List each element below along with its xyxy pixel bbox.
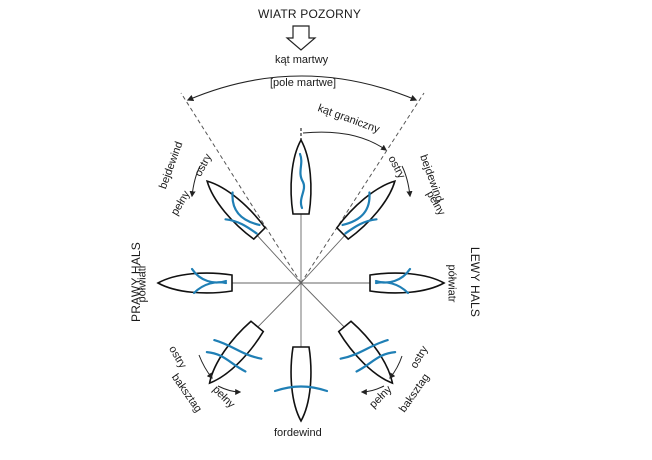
hull-shape xyxy=(156,272,233,294)
hull-shape xyxy=(369,272,446,294)
sail-line xyxy=(341,191,371,227)
sail-line xyxy=(205,351,247,373)
boats-group xyxy=(156,138,446,423)
right-beam-reach-label: półwiatr xyxy=(445,264,458,303)
boat-starboard-closehauled xyxy=(335,179,397,241)
sail-line xyxy=(355,351,397,373)
boat-running xyxy=(273,346,329,423)
boat-port-beam xyxy=(156,267,233,295)
sail-line xyxy=(224,218,258,235)
hull-shape xyxy=(337,320,394,385)
hull-shape xyxy=(208,320,265,385)
boat-starboard-broad xyxy=(337,320,397,385)
dead-zone-left-line xyxy=(180,92,302,284)
course-arrows xyxy=(189,165,413,395)
limit-angle-arc xyxy=(302,131,387,151)
sail-line xyxy=(344,218,378,235)
sail-line xyxy=(339,339,389,360)
boat-head-to-wind xyxy=(290,138,312,215)
dead-field-label: [pole martwe] xyxy=(270,77,337,89)
sail-line xyxy=(192,281,228,295)
sail-line xyxy=(374,281,410,295)
apparent-wind-title: WIATR POZORNY xyxy=(258,7,362,21)
running-label: fordewind xyxy=(274,427,322,439)
hull-shape xyxy=(205,179,267,241)
hull-shape xyxy=(335,179,397,241)
port-tack-label: LEWY HALS xyxy=(468,246,483,318)
sail-line xyxy=(273,385,329,393)
dead-zone-right-line xyxy=(300,92,425,284)
wind-arrow-icon xyxy=(285,25,317,51)
boat-port-closehauled xyxy=(205,179,267,241)
sail-line xyxy=(213,339,263,360)
dead-angle-arc xyxy=(186,75,418,102)
hull-shape xyxy=(290,346,312,423)
sail-line xyxy=(231,191,261,227)
boat-starboard-beam xyxy=(369,267,446,295)
left-beam-reach-label: półwiatr xyxy=(136,264,149,303)
dead-angle-label: kąt martwy xyxy=(275,54,329,66)
sail-line xyxy=(298,152,306,210)
boat-port-broad xyxy=(205,320,265,385)
